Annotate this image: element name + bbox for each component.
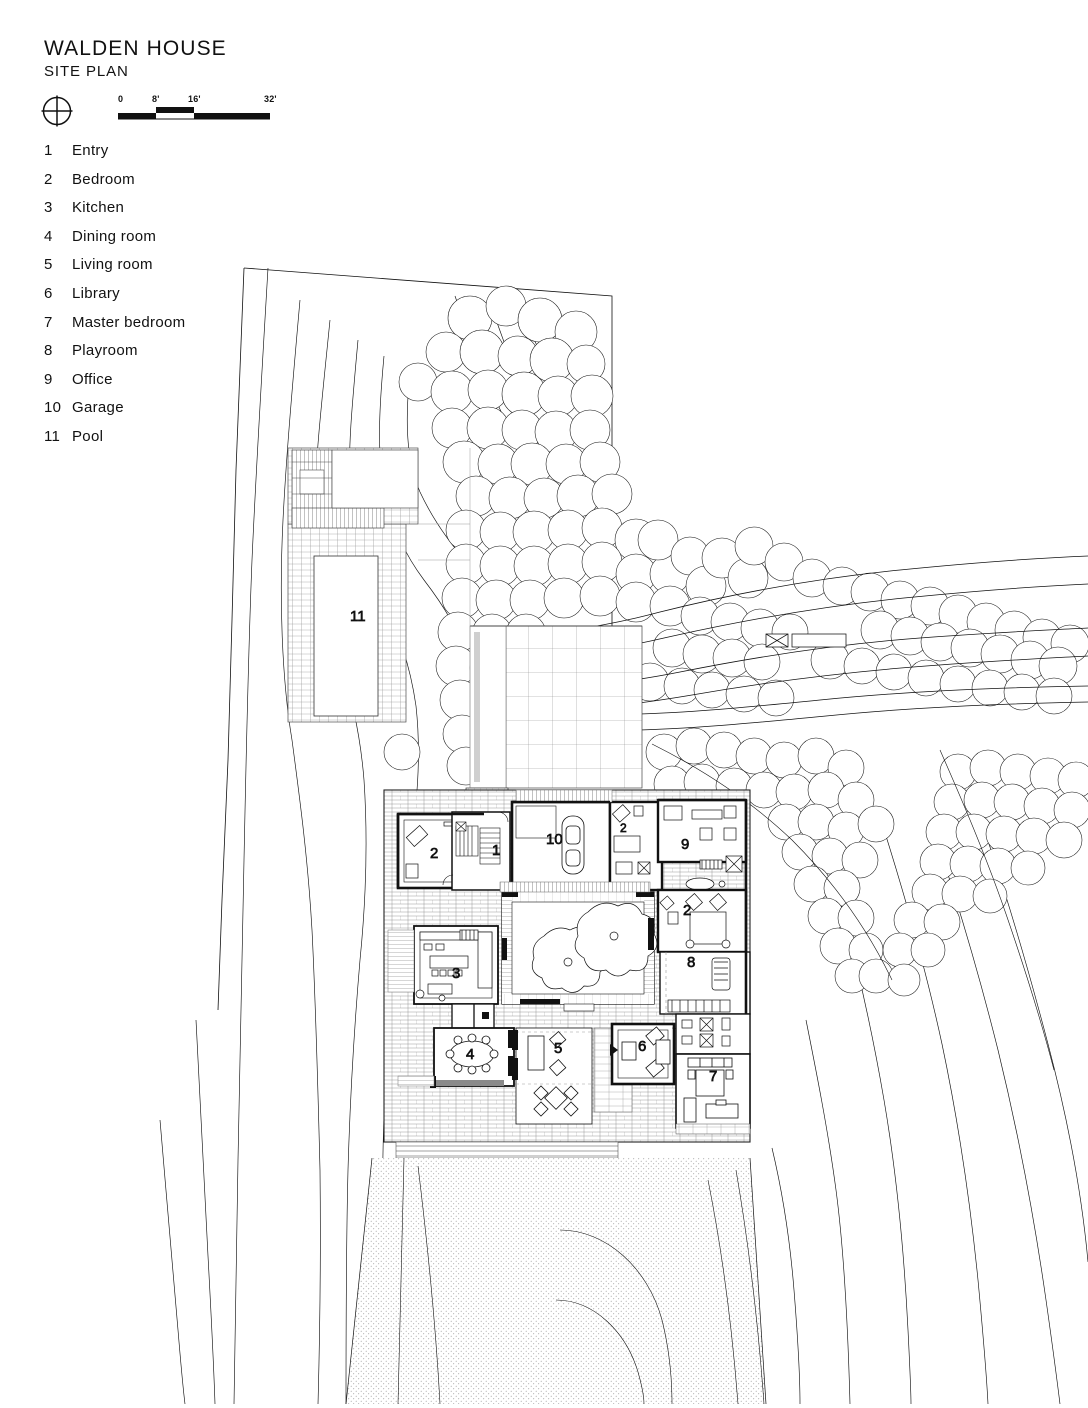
legend-label: Bedroom [72, 170, 135, 188]
legend-num: 4 [44, 227, 53, 245]
plan-label-kitchen: 3 [452, 965, 460, 982]
legend-num: 3 [44, 199, 53, 217]
legend-num: 7 [44, 313, 53, 331]
plan-label-bedroom-nw: 2 [430, 845, 438, 862]
scale-tick-16: 16' [188, 94, 201, 104]
scale-tick-8: 8' [152, 94, 160, 104]
legend-num: 5 [44, 256, 53, 274]
legend-num: 10 [44, 399, 62, 417]
legend-item-8: 8 Playroom [44, 342, 304, 371]
legend-label: Office [72, 370, 113, 388]
plan-label-library: 6 [638, 1038, 646, 1055]
legend-item-3: 3 Kitchen [44, 199, 304, 228]
legend-item-7: 7 Master bedroom [44, 314, 304, 343]
legend-label: Kitchen [72, 199, 125, 217]
page-title: WALDEN HOUSE [44, 37, 227, 60]
legend-label: Playroom [72, 342, 138, 360]
plan-label-dining: 4 [466, 1046, 474, 1063]
legend-num: 6 [44, 284, 53, 302]
plan-label-pool: 11 [350, 608, 366, 625]
legend-room-key: 1 Entry 2 Bedroom 3 Kitchen 4 Dining roo… [44, 142, 304, 457]
plan-label-living: 5 [554, 1040, 562, 1057]
plan-label-office: 9 [681, 836, 689, 853]
legend-label: Library [72, 284, 120, 302]
legend-item-9: 9 Office [44, 371, 304, 400]
legend-item-5: 5 Living room [44, 256, 304, 285]
legend-item-4: 4 Dining room [44, 228, 304, 257]
legend-label: Pool [72, 427, 104, 445]
title-block: WALDEN HOUSE SITE PLAN [44, 37, 364, 81]
scale-tick-0: 0 [118, 94, 124, 104]
legend-label: Entry [72, 142, 109, 159]
page-subtitle: SITE PLAN [44, 63, 129, 81]
plan-label-bedroom-e: 2 [683, 902, 691, 919]
legend-num: 9 [44, 370, 53, 388]
legend-num: 11 [44, 427, 61, 445]
plan-label-entry: 1 [492, 842, 500, 859]
plan-label-playroom: 8 [687, 954, 695, 971]
plan-label-garage: 10 [546, 831, 563, 848]
scale-and-north-row: 0 8' 16' 32' [40, 92, 300, 128]
north-arrow-icon [41, 95, 73, 127]
legend-label: Master bedroom [72, 313, 186, 331]
legend-label: Dining room [72, 227, 157, 245]
legend-label: Garage [72, 399, 124, 417]
legend-item-1: 1 Entry [44, 142, 304, 171]
legend-item-2: 2 Bedroom [44, 171, 304, 200]
scale-bar-icon: 0 8' 16' 32' [118, 94, 288, 126]
plan-label-bedroom-n: 2 [620, 821, 627, 835]
scale-tick-32: 32' [264, 94, 277, 104]
legend-num: 8 [44, 342, 53, 360]
legend-item-10: 10 Garage [44, 399, 304, 428]
legend-num: 2 [44, 170, 53, 188]
legend-item-6: 6 Library [44, 285, 304, 314]
legend-label: Living room [72, 256, 153, 274]
legend-num: 1 [44, 142, 53, 159]
plan-label-master-bedroom: 7 [709, 1068, 717, 1085]
legend-item-11: 11 Pool [44, 428, 304, 457]
